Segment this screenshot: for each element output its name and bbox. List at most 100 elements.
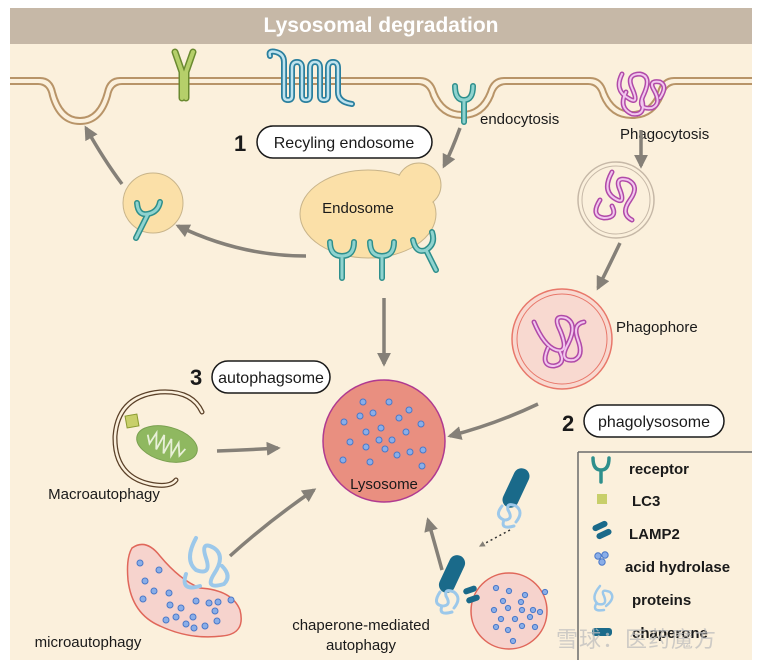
hydrolase-dot [150,587,158,595]
autophagosome [112,389,205,488]
hydrolase-dot [536,608,544,616]
hydrolase-dot [227,596,235,604]
arrow-phagophore-to-lysosome [447,402,539,440]
hydrolase-dot [369,409,377,417]
pathway-3-label: autophagsome [218,370,324,387]
lysosome-hydrolase-dots [339,398,427,470]
hydrolase-dot [504,626,512,634]
hydrolase-dot [162,616,170,624]
arrow-endosome-to-vesicle [175,224,307,258]
pathway-3-pill [211,360,331,394]
hydrolase-dot [190,624,198,632]
hydrolase-dot [499,597,507,605]
hydrolase-dot [377,424,385,432]
pathway-2-number: 2 [562,411,574,436]
hydrolase-dot [406,448,414,456]
lamp2-icon [592,520,608,532]
microautophagy-label: microautophagy [35,634,142,651]
endocytosis-label: endocytosis [480,111,559,128]
hydrolase-dot [419,446,427,454]
hydrolase-dot [339,456,347,464]
hydrolase-dot [177,604,185,612]
arrow-endocytosis-to-endosome [442,127,462,169]
legend-label-acid-hydrolase: acid hydrolase [625,559,730,576]
hydrolase-dot [172,613,180,621]
endosome [299,162,442,259]
hydrolase-dot [362,443,370,451]
cma-label-line2: autophagy [326,637,397,654]
hydrolase-dot [526,613,534,621]
hydrolase-dot [201,622,209,630]
hydrolase-dot [136,559,144,567]
hydrolase-dot [346,438,354,446]
arrow-chaperone-binding [478,529,511,547]
hydrolase-dot [166,601,174,609]
hydrolase-dot [388,436,396,444]
hydrolase-dot [381,445,389,453]
arrow-microautophagy-to-lysosome [228,488,317,558]
legend-item-acid-hydrolase: acid hydrolase [594,551,730,576]
hydrolase-dot [205,599,213,607]
arrow-cma-to-lysosome [424,517,444,571]
hydrolase-dot [211,607,219,615]
hydrolase-dot [418,462,426,470]
acid-hydrolase-icon [594,551,609,566]
legend-label-lc3: LC3 [632,493,660,510]
endocytosis-receptor-icon [452,83,476,125]
arrow-macroautophagy-to-lysosome [216,441,281,456]
watermark: 雪球：医药魔方 [556,628,718,653]
hydrolase-dot [366,458,374,466]
hydrolase-dot [492,584,500,592]
recycling-vesicle [122,172,184,241]
legend-item-chaperone: chaperone [592,625,708,642]
legend-label-lamp2: LAMP2 [629,526,680,543]
phagocytosis-label: Phagocytosis [620,126,709,143]
hydrolase-dot [213,617,221,625]
hydrolase-dot [509,637,517,645]
hydrolase-dot [497,615,505,623]
phagophore [511,288,613,390]
hydrolase-dot [518,606,526,614]
legend-label-proteins: proteins [632,592,691,609]
hydrolase-dot [492,623,500,631]
chaperone-bound-protein [435,555,466,615]
chaperone-icon [592,628,612,636]
hydrolase-dot [214,598,222,606]
hydrolase-dot [375,436,383,444]
hydrolase-dot [490,606,498,614]
hydrolase-dot [189,613,197,621]
hydrolase-dot [395,414,403,422]
hydrolase-dot [417,420,425,428]
chaperone-free-protein [497,468,530,529]
arrow-vesicle-to-membrane [84,125,124,186]
pathway-2-pill [583,404,725,438]
legend-item-proteins: proteins [593,584,691,612]
pathway-1-number: 1 [234,131,246,156]
endosome-receptors [327,229,439,281]
pathway-3-number: 3 [190,365,202,390]
phagocytosis-protein-icon [616,71,667,117]
lc3-marker [124,413,140,429]
hydrolase-dot [393,451,401,459]
hydrolase-dot [511,615,519,623]
hydrolase-dot [139,595,147,603]
pathway-1-pill [256,125,433,159]
macroautophagy-label: Macroautophagy [48,486,160,503]
lc3-icon [597,494,607,504]
hydrolase-dot [356,412,364,420]
proteins-icon [593,584,614,612]
diagram-title: Lysosomal degradation [263,14,499,37]
receptor-icon [591,456,611,484]
hydrolase-dot [531,623,539,631]
lysosome-label: Lysosome [350,476,418,493]
microautophagy-organelle [126,536,242,638]
hydrolase-dot [182,620,190,628]
cma-hydrolase-dots [490,584,549,645]
mitochondrion [136,425,198,463]
hydrolase-dot [504,604,512,612]
legend-item-lamp2: LAMP2 [592,520,680,543]
hydrolase-dot [505,587,513,595]
hydrolase-dot [165,589,173,597]
pathway-1-label: Recyling endosome [274,135,415,152]
